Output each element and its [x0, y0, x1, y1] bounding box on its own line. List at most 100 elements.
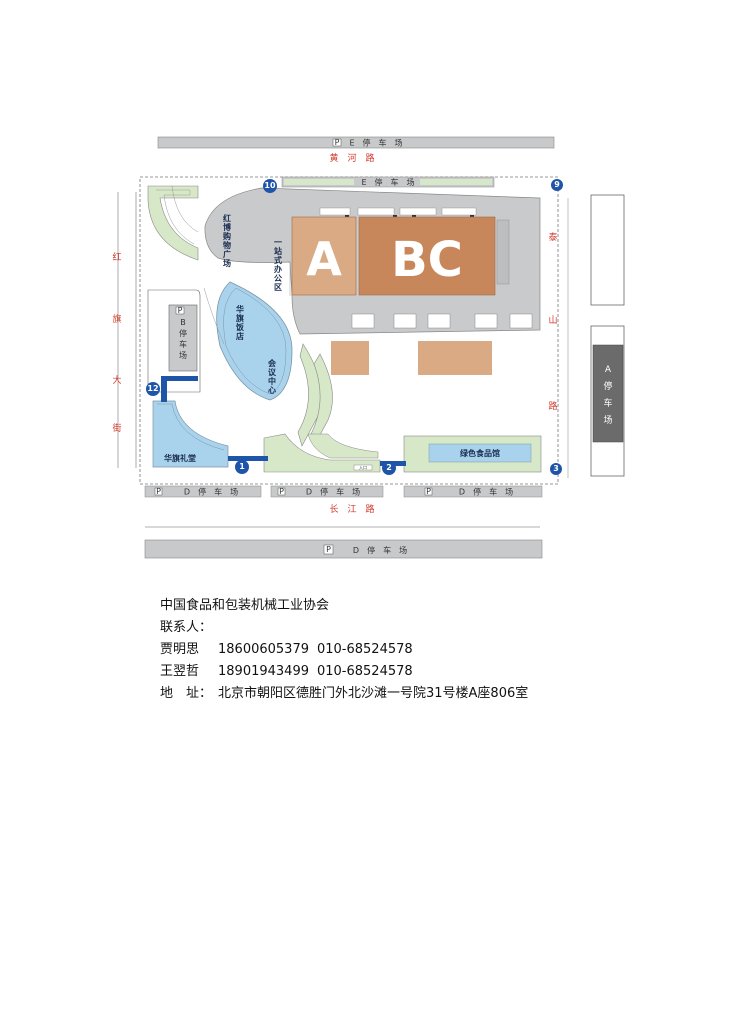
- a-parking-lot: A 停 车 场: [592, 344, 624, 443]
- gate-10-icon[interactable]: 10: [263, 179, 277, 193]
- e-parking-top: P E 停 车 场: [157, 136, 555, 149]
- contact-person: 王翌哲 18901943499 010-68524578: [160, 661, 680, 683]
- svg-text:车: 车: [603, 397, 612, 409]
- svg-text:大: 大: [112, 374, 121, 386]
- south-green-building: 入口: [263, 433, 381, 473]
- svg-text:场: 场: [223, 258, 231, 268]
- site-boundary: [139, 176, 559, 485]
- gate-3-icon[interactable]: 3: [550, 463, 562, 475]
- svg-text:购: 购: [223, 231, 231, 241]
- svg-text:D 停 车 场: D 停 车 场: [184, 487, 238, 497]
- svg-text:一: 一: [274, 238, 282, 247]
- hall-a[interactable]: A: [291, 216, 357, 296]
- road-west-label: 红 旗 大 街: [112, 251, 121, 434]
- svg-text:中: 中: [268, 376, 276, 386]
- svg-text:旗: 旗: [236, 313, 244, 323]
- p-symbol: P: [335, 138, 340, 147]
- road-east-label: 泰 山 路: [548, 231, 557, 412]
- auditorium-label: 华旗礼堂: [164, 453, 196, 463]
- mall-label: 红 博 购 物 广 场: [223, 213, 231, 268]
- svg-text:12: 12: [147, 384, 158, 393]
- svg-text:饭: 饭: [235, 322, 244, 332]
- green-food-hall-label: 绿色食品馆: [460, 448, 500, 458]
- svg-text:E 停 车 场: E 停 车 场: [361, 177, 414, 187]
- gate-12-icon[interactable]: 12: [146, 382, 160, 396]
- svg-text:9: 9: [554, 180, 560, 189]
- e-parking-inner: E 停 车 场: [281, 176, 495, 188]
- svg-text:场: 场: [179, 351, 187, 360]
- svg-text:区: 区: [274, 283, 282, 292]
- svg-text:P: P: [178, 306, 183, 315]
- nw-green-building: [147, 185, 199, 261]
- svg-text:街: 街: [112, 422, 121, 434]
- svg-text:物: 物: [223, 240, 231, 250]
- svg-text:入口: 入口: [359, 465, 367, 470]
- svg-text:P: P: [326, 545, 331, 554]
- svg-text:P: P: [156, 487, 161, 496]
- hall-bc-label: BC: [391, 232, 463, 288]
- svg-text:D 停 车 场: D 停 车 场: [353, 545, 407, 555]
- svg-text:P: P: [426, 487, 431, 496]
- green-food-hall[interactable]: 绿色食品馆: [403, 435, 542, 473]
- svg-text:红: 红: [112, 251, 121, 263]
- svg-text:B: B: [180, 318, 186, 327]
- svg-text:式: 式: [274, 255, 282, 265]
- svg-text:山: 山: [548, 315, 557, 326]
- contact-person: 贾明思 18600605379 010-68524578: [160, 639, 680, 661]
- address-label: 地 址：: [160, 686, 213, 701]
- svg-text:车: 车: [179, 339, 187, 349]
- conference-label: 会 议 中 心: [268, 358, 277, 395]
- d-parking-bottom: P D 停 车 场: [144, 539, 543, 559]
- auditorium[interactable]: 华旗礼堂: [152, 400, 229, 468]
- svg-text:泰: 泰: [548, 231, 557, 243]
- hotel-conference[interactable]: 华 旗 饭 店 会 议 中 心: [203, 281, 293, 401]
- address-row: 地 址： 北京市朝阳区德胜门外北沙滩一号院31号楼A座806室: [160, 683, 680, 705]
- svg-text:站: 站: [274, 246, 282, 256]
- hall-a-label: A: [306, 232, 342, 286]
- office-label: 一 站 式 办 公 区: [274, 238, 282, 292]
- svg-text:停: 停: [179, 328, 187, 338]
- hotel-label: 华 旗 饭 店: [235, 304, 244, 341]
- d-parking-segment-3: P D 停 车 场: [403, 485, 543, 498]
- svg-text:2: 2: [386, 463, 392, 472]
- svg-text:10: 10: [264, 181, 276, 190]
- svg-text:A: A: [605, 365, 612, 375]
- svg-text:办: 办: [274, 264, 282, 274]
- svg-text:店: 店: [236, 331, 244, 341]
- contact-phone[interactable]: 010-68524578: [316, 642, 413, 657]
- d-parking-segment-2: P D 停 车 场: [270, 485, 384, 498]
- svg-text:华: 华: [236, 304, 244, 314]
- svg-text:广: 广: [223, 249, 231, 259]
- svg-text:P: P: [279, 487, 284, 496]
- road-south-label: 长 江 路: [329, 503, 374, 515]
- svg-text:会: 会: [268, 358, 276, 368]
- contact-mobile[interactable]: 18600605379: [218, 642, 309, 657]
- svg-text:公: 公: [274, 274, 282, 283]
- hall-bc[interactable]: BC: [358, 216, 496, 296]
- contact-name: 王翌哲: [160, 664, 200, 679]
- svg-text:路: 路: [548, 400, 557, 412]
- contact-mobile[interactable]: 18901943499: [218, 664, 309, 679]
- contact-label: 联系人：: [160, 620, 213, 635]
- svg-text:心: 心: [268, 385, 276, 395]
- svg-text:场: 场: [603, 415, 612, 426]
- svg-text:3: 3: [553, 464, 559, 473]
- road-north-label: 黄 河 路: [329, 152, 374, 164]
- contact-name: 贾明思: [160, 642, 200, 657]
- gate-1-icon[interactable]: 1: [235, 460, 249, 474]
- svg-text:D 停 车 场: D 停 车 场: [459, 487, 513, 497]
- svg-text:博: 博: [223, 222, 231, 232]
- svg-text:D 停 车 场: D 停 车 场: [306, 487, 360, 497]
- e-parking-top-label: E 停 车 场: [349, 138, 402, 148]
- svg-text:停: 停: [603, 380, 612, 392]
- gate-2-icon[interactable]: 2: [382, 461, 396, 475]
- address-value: 北京市朝阳区德胜门外北沙滩一号院31号楼A座806室: [218, 686, 529, 701]
- svg-text:1: 1: [239, 462, 245, 471]
- venue-map: P E 停 车 场 黄 河 路 红 旗 大 街 泰 山 路 A 停 车 场 E …: [112, 136, 625, 559]
- gate-9-icon[interactable]: 9: [551, 179, 563, 191]
- b-parking-lot: P B 停 车 场: [147, 289, 201, 393]
- svg-text:红: 红: [223, 213, 231, 223]
- svg-text:议: 议: [268, 367, 277, 377]
- contact-phone[interactable]: 010-68524578: [316, 664, 413, 679]
